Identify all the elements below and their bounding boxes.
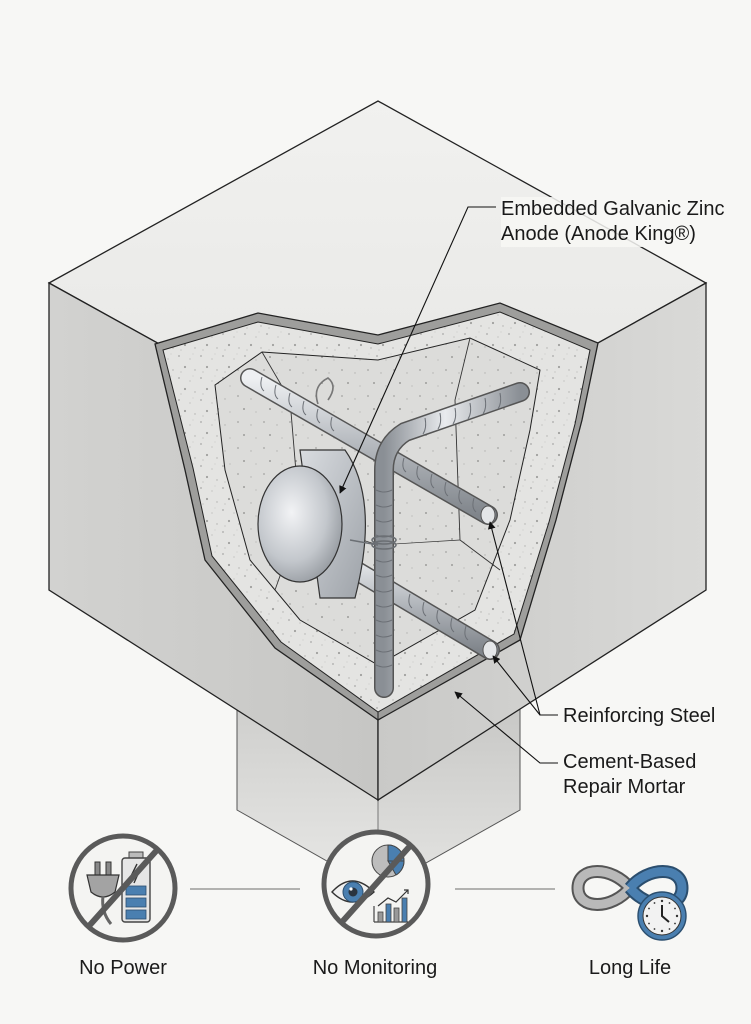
bar-chart-icon — [373, 889, 409, 923]
pie-chart-icon — [371, 844, 405, 878]
callout-anode: Embedded Galvanic Zinc Anode (Anode King… — [501, 197, 731, 247]
anode-leader — [339, 206, 496, 494]
callout-repair-mortar: Cement-Based Repair Mortar — [563, 750, 743, 800]
no-monitoring-icon — [321, 829, 431, 939]
long-life-icon — [571, 865, 689, 941]
callout-reinforcing-steel: Reinforcing Steel — [563, 704, 716, 729]
battery-icon — [121, 851, 151, 923]
no-power-icon — [68, 833, 178, 943]
mortar-leader — [454, 691, 558, 764]
benefit-label-no-power: No Power — [79, 957, 167, 979]
clock-icon — [637, 891, 687, 941]
benefit-label-no-monitoring: No Monitoring — [312, 957, 438, 979]
benefit-label-long-life: Long Life — [588, 957, 672, 979]
zinc-anode — [257, 377, 379, 599]
rebar-vertical — [371, 382, 530, 698]
leader-lines — [339, 206, 558, 764]
rebar-upper — [240, 368, 498, 525]
steel-leader-lower — [492, 655, 541, 716]
